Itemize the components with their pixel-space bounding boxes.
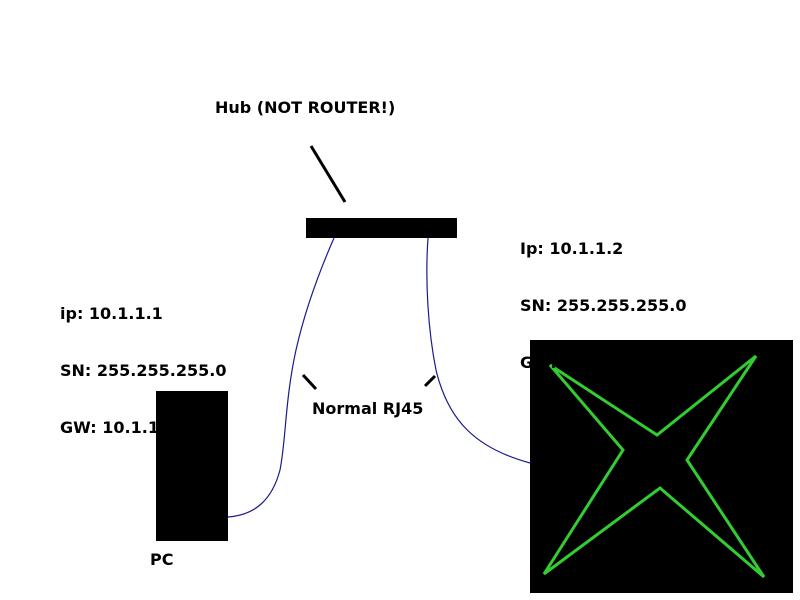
xbox-network-config: Ip: 10.1.1.2 SN: 255.255.255.0 GW: 10.1.… <box>520 201 686 410</box>
pc-gateway: GW: 10.1.1.1 <box>60 418 177 437</box>
xbox-x-logo <box>542 354 766 579</box>
xbox-gateway: GW: 10.1.1.1 <box>520 353 637 372</box>
cable-hub-to-xbox <box>426 237 531 464</box>
pc-device <box>156 391 228 541</box>
hub-device <box>306 218 457 238</box>
cable-hub-to-pc <box>227 237 335 518</box>
rj45-pointer-right <box>423 374 437 388</box>
xbox-logo-icon <box>542 354 766 579</box>
xbox-subnet: SN: 255.255.255.0 <box>520 296 687 315</box>
cable-label: Normal RJ45 <box>312 399 424 418</box>
pc-subnet: SN: 255.255.255.0 <box>60 361 227 380</box>
hub-pointer-line <box>309 145 347 203</box>
pc-network-config: ip: 10.1.1.1 SN: 255.255.255.0 GW: 10.1.… <box>60 266 226 475</box>
hub-label: Hub (NOT ROUTER!) <box>215 98 396 117</box>
pc-ip: ip: 10.1.1.1 <box>60 304 163 323</box>
rj45-pointer-left <box>301 373 318 391</box>
xbox-device <box>530 340 793 593</box>
xbox-ip: Ip: 10.1.1.2 <box>520 239 624 258</box>
pc-label: PC <box>150 550 174 569</box>
